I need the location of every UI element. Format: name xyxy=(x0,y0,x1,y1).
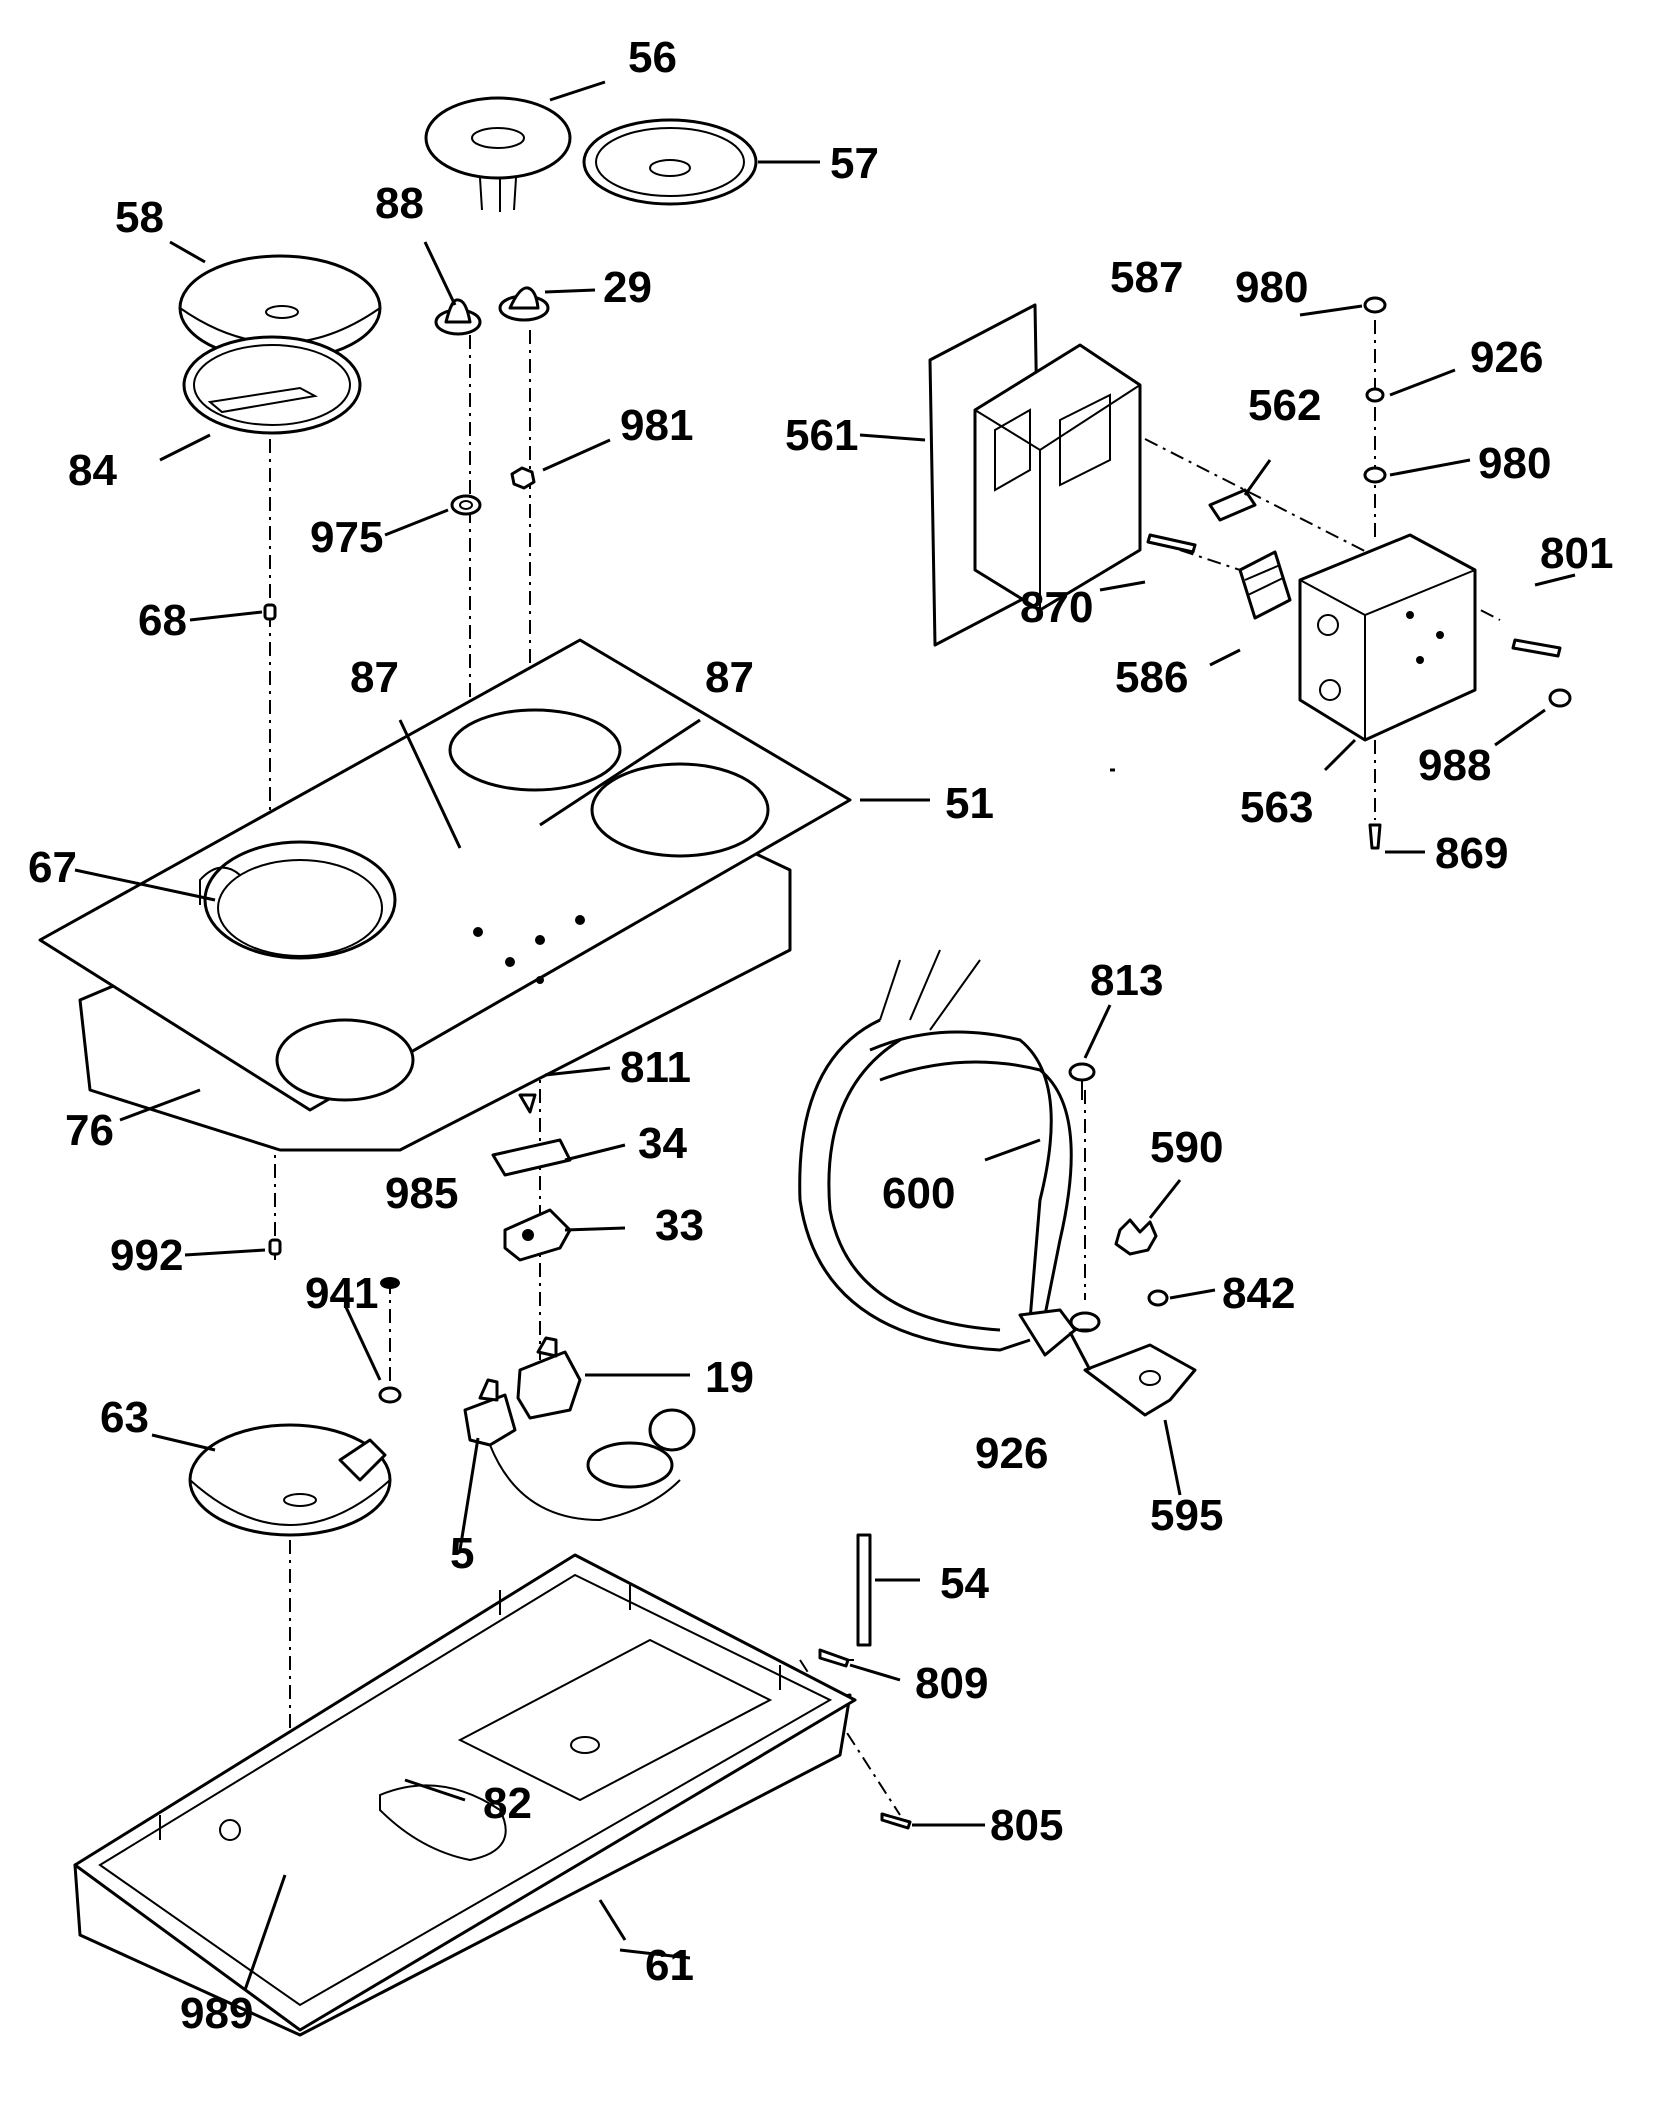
label-56: 56 xyxy=(628,33,677,82)
label-67: 67 xyxy=(28,843,77,892)
label-58: 58 xyxy=(115,193,164,242)
label-87-b: 87 xyxy=(705,653,754,702)
label-561: 561 xyxy=(785,411,858,460)
label-87-a: 87 xyxy=(350,653,399,702)
label-562: 562 xyxy=(1248,381,1321,430)
leader-lines xyxy=(74,80,1576,1991)
label-595: 595 xyxy=(1150,1491,1223,1540)
label-54: 54 xyxy=(940,1559,989,1608)
label-980-b: 980 xyxy=(1478,439,1551,488)
label-975: 975 xyxy=(310,513,383,562)
label-813: 813 xyxy=(1090,956,1163,1005)
label-985: 985 xyxy=(385,1169,458,1218)
surface-element-56 xyxy=(424,96,572,212)
label-586: 586 xyxy=(1115,653,1188,702)
bottom-pan-61 xyxy=(73,1553,857,2037)
ground-hardware xyxy=(1068,1062,1197,1417)
part-labels: 56 57 58 88 29 587 980 926 562 561 980 8… xyxy=(28,33,1613,2038)
label-988: 988 xyxy=(1418,741,1491,790)
fasteners-junction xyxy=(1146,296,1572,850)
label-981: 981 xyxy=(620,401,693,450)
label-19: 19 xyxy=(705,1353,754,1402)
label-805: 805 xyxy=(990,1801,1063,1850)
label-29: 29 xyxy=(603,263,652,312)
label-63: 63 xyxy=(100,1393,149,1442)
junction-box-563 xyxy=(1298,533,1477,742)
label-33: 33 xyxy=(655,1201,704,1250)
strap-54 xyxy=(856,1533,872,1647)
switch-562 xyxy=(1208,488,1257,522)
label-811: 811 xyxy=(620,1043,691,1092)
cooktop-51 xyxy=(38,638,852,1152)
label-926-b: 926 xyxy=(975,1429,1048,1478)
label-84: 84 xyxy=(68,446,117,495)
label-34: 34 xyxy=(638,1119,687,1168)
drip-pan-63 xyxy=(188,1423,392,1537)
label-5: 5 xyxy=(450,1529,474,1578)
label-563: 563 xyxy=(1240,783,1313,832)
label-809: 809 xyxy=(915,1659,988,1708)
label-870: 870 xyxy=(1020,583,1093,632)
label-992: 992 xyxy=(110,1231,183,1280)
label-82: 82 xyxy=(483,1779,532,1828)
label-801: 801 xyxy=(1540,529,1613,578)
label-590: 590 xyxy=(1150,1123,1223,1172)
label-869: 869 xyxy=(1435,829,1508,878)
label-600: 600 xyxy=(882,1169,955,1218)
label-68: 68 xyxy=(138,596,187,645)
trim-ring-84 xyxy=(182,335,362,435)
wiring-harness-600 xyxy=(798,949,1077,1357)
label-587: 587 xyxy=(1110,253,1183,302)
label-88: 88 xyxy=(375,179,424,228)
bracket-587 xyxy=(973,343,1142,612)
terminal-block-586 xyxy=(1238,550,1292,620)
label-926-a: 926 xyxy=(1470,333,1543,382)
label-989: 989 xyxy=(180,1989,253,2038)
control-knob-88 xyxy=(434,298,482,336)
label-61: 61 xyxy=(645,1941,694,1990)
label-57: 57 xyxy=(830,139,879,188)
label-980-a: 980 xyxy=(1235,263,1308,312)
label-76: 76 xyxy=(65,1106,114,1155)
control-knob-29 xyxy=(498,286,550,322)
label-941: 941 xyxy=(305,1269,378,1318)
pan-screws xyxy=(818,1648,912,1830)
drip-bowl-57 xyxy=(582,118,758,206)
label-842: 842 xyxy=(1222,1269,1295,1318)
label-51: 51 xyxy=(945,779,994,828)
